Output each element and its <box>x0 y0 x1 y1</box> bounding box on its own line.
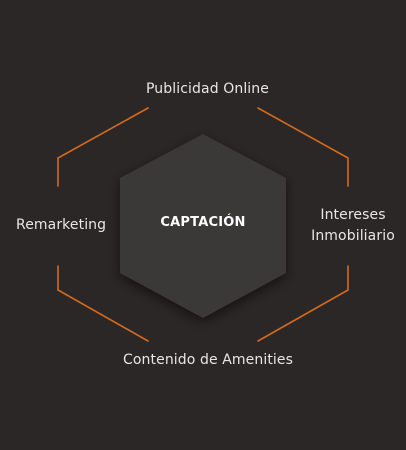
outline-bottom-right <box>257 265 349 342</box>
outline-bottom-left <box>57 265 149 342</box>
outline-top-left <box>57 107 149 187</box>
node-bottom-label: Contenido de Amenities <box>123 352 294 368</box>
center-title: CAPTACIÓN <box>160 215 246 230</box>
node-top-label: Publicidad Online <box>146 81 269 97</box>
node-right-label: Intereses Inmobiliario <box>311 207 395 244</box>
center-hexagon <box>120 134 286 318</box>
node-left-label: Remarketing <box>16 217 107 233</box>
outline-top-right <box>257 107 349 187</box>
